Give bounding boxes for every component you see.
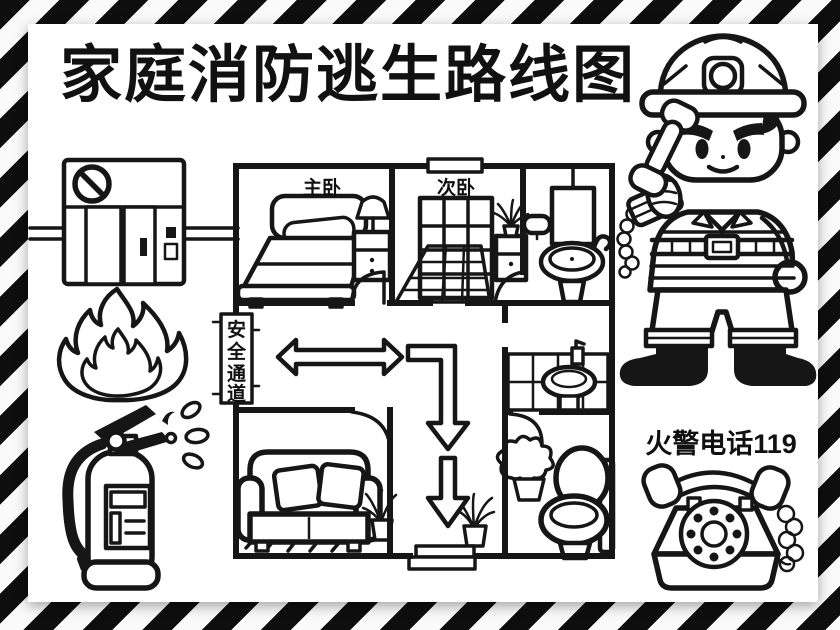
prohibition-icon <box>72 164 112 204</box>
svg-text:全: 全 <box>226 340 247 363</box>
rotary-dial <box>678 498 750 570</box>
elevator-doors <box>84 205 157 286</box>
mirror-cabinet <box>549 185 597 247</box>
bent-down-arrow <box>405 343 471 452</box>
second-bedroom <box>394 195 530 304</box>
door-arc <box>508 412 544 446</box>
boots <box>619 346 817 386</box>
washbasin <box>538 234 613 305</box>
washbasin <box>540 339 598 412</box>
double-arrow <box>275 337 405 377</box>
phone-handset <box>628 98 700 198</box>
top-bathroom <box>521 166 613 305</box>
extinguisher-handle <box>94 405 170 456</box>
extinguisher-hose <box>62 438 108 564</box>
door-arc <box>350 270 386 305</box>
corridor-plant <box>452 492 496 548</box>
master-bedroom <box>235 193 393 309</box>
telephone-cord <box>774 504 805 573</box>
extinguisher-base <box>81 559 161 591</box>
safe-passage-sign: 安 全 通 道 <box>211 312 261 405</box>
tiled-floor <box>394 244 492 304</box>
fire-extinguisher <box>62 400 210 591</box>
floor-plan: 主卧 次卧 安 全 通 道 <box>211 157 616 571</box>
door-arc <box>350 410 392 448</box>
living-room <box>235 449 398 553</box>
phone-handset <box>641 463 791 511</box>
jacket-details <box>648 209 796 280</box>
bushy-plant <box>495 434 555 502</box>
flame-icon <box>56 286 189 403</box>
firefighter <box>616 33 817 386</box>
belt-buckle <box>703 233 741 261</box>
escape-route-arrows <box>275 337 471 529</box>
pant-cuffs <box>643 327 799 349</box>
eye <box>737 139 751 159</box>
svg-text:道: 道 <box>227 382 246 405</box>
wardrobe-shelf <box>417 195 495 301</box>
eye <box>695 139 709 159</box>
poster-title: 家庭消防逃生路线图 <box>60 42 637 110</box>
washroom <box>506 339 610 412</box>
table-lamp <box>355 195 391 234</box>
door-arc <box>493 270 525 305</box>
no-elevator-sign <box>28 157 240 287</box>
svg-text:安: 安 <box>227 318 246 341</box>
toilet-room <box>495 434 616 561</box>
elevator-buttons <box>163 227 179 261</box>
fire-emergency-number: 火警电话119 <box>645 429 797 459</box>
bed <box>235 193 369 309</box>
svg-text:通: 通 <box>227 363 247 385</box>
second-bedroom-label: 次卧 <box>437 176 475 199</box>
mouth <box>706 164 740 174</box>
helmet <box>639 33 807 118</box>
entry-lintel <box>426 157 484 174</box>
master-bedroom-label: 主卧 <box>303 177 341 199</box>
spray-droplets <box>162 400 210 470</box>
down-arrow <box>425 455 471 529</box>
exit-doormat <box>407 544 477 571</box>
potted-plant <box>492 198 530 238</box>
rotary-telephone <box>641 463 805 591</box>
extinguisher-label <box>103 483 153 551</box>
sofa <box>235 449 383 553</box>
eyebrow <box>733 123 764 141</box>
phone-body-front <box>651 551 781 591</box>
